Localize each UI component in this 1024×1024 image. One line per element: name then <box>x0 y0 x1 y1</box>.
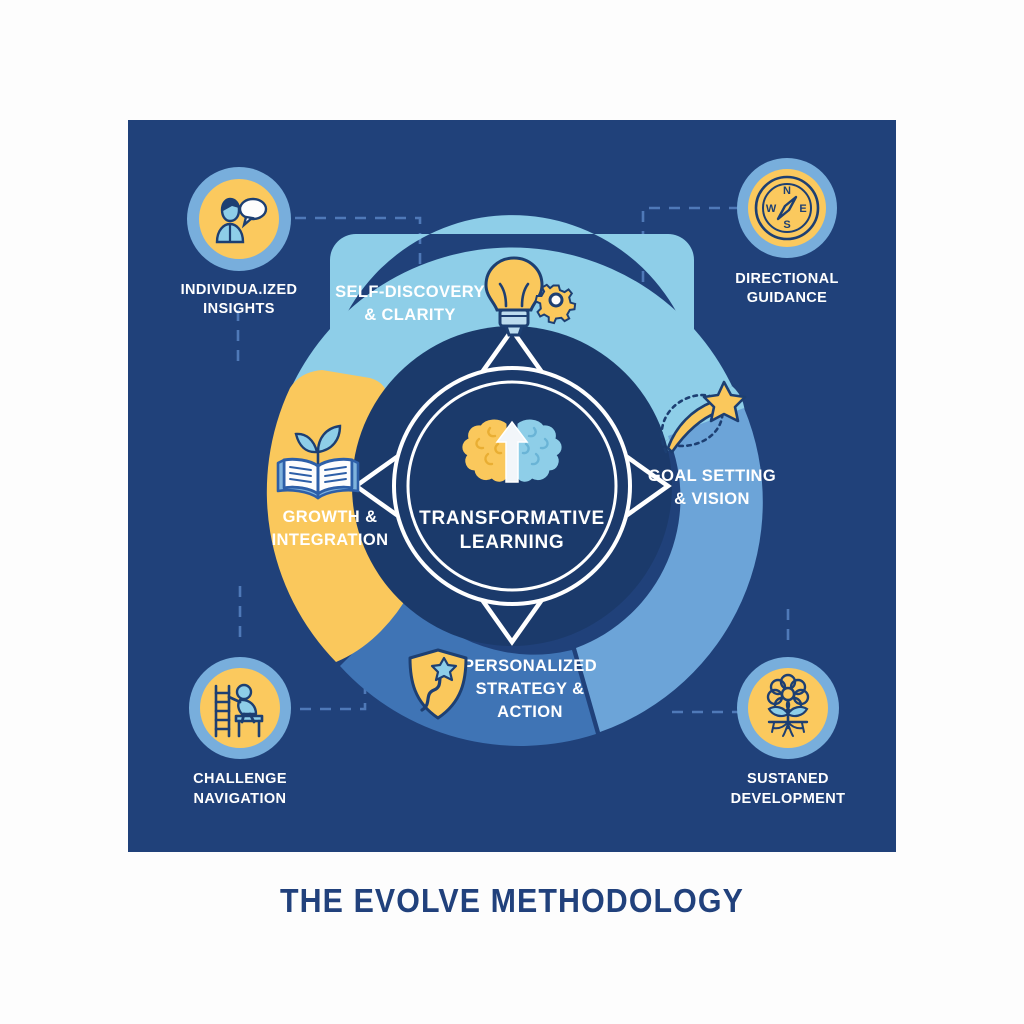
flower-roots-icon <box>766 673 810 737</box>
segment-label-self-discovery-1: SELF-DISCOVERY <box>335 283 485 301</box>
open-book-plant-icon <box>276 424 360 500</box>
segment-label-self-discovery-2: & CLARITY <box>364 306 456 324</box>
segment-label-goal-setting-2: & VISION <box>674 490 750 508</box>
outer-node-challenge-navigation[interactable]: CHALLENGE NAVIGATION <box>189 657 291 807</box>
outer-node-directional-guidance[interactable]: N W E S DIRECTIONAL GUIDANCE <box>735 158 838 306</box>
node-label-individualized-insights-2: INSIGHTS <box>203 301 275 317</box>
lightbulb-gear-icon <box>484 256 577 337</box>
segment-label-personalized-strategy-1: PERSONALIZED <box>463 657 597 675</box>
node-label-sustained-development-1: SUSTANED <box>747 771 829 787</box>
core-inner-circle <box>406 380 618 592</box>
person-climbing-ladder-icon <box>214 683 264 738</box>
node-label-directional-guidance-1: DIRECTIONAL <box>735 271 838 287</box>
node-label-challenge-navigation-2: NAVIGATION <box>194 791 287 807</box>
outer-node-sustained-development[interactable]: SUSTANED DEVELOPMENT <box>731 657 846 807</box>
node-label-directional-guidance-2: GUIDANCE <box>747 290 828 306</box>
segment-label-growth-integration-1: GROWTH & <box>283 508 378 526</box>
core-label-line2: LEARNING <box>460 532 565 553</box>
brain-growth-arrow-icon <box>462 419 562 483</box>
node-label-challenge-navigation-1: CHALLENGE <box>193 771 287 787</box>
node-fill-individualized-insights <box>199 179 279 259</box>
segment-personalized-strategy <box>340 596 596 746</box>
node-label-sustained-development-2: DEVELOPMENT <box>731 791 846 807</box>
segment-label-personalized-strategy-2: STRATEGY & <box>476 680 585 698</box>
person-speech-bubble-icon <box>215 197 268 244</box>
node-label-individualized-insights-1: INDIVIDUA.IZED <box>181 282 298 298</box>
segment-goal-setting <box>576 408 763 732</box>
compass-letter-e: E <box>799 203 806 215</box>
shield-path-star-icon <box>408 648 468 720</box>
compass-letter-w: W <box>766 203 777 215</box>
outer-node-individualized-insights[interactable]: INDIVIDUA.IZED INSIGHTS <box>181 167 298 317</box>
segment-label-personalized-strategy-3: ACTION <box>497 703 563 721</box>
compass-icon: N W E S <box>754 175 820 241</box>
compass-letter-n: N <box>783 185 791 197</box>
segment-label-growth-integration-2: INTEGRATION <box>272 531 389 549</box>
page-title: THE EVOLVE METHODOLOGY <box>280 882 744 919</box>
shooting-star-icon <box>660 380 747 454</box>
core-label-line1: TRANSFORMATIVE <box>419 508 605 529</box>
compass-letter-s: S <box>783 219 790 231</box>
segment-label-goal-setting-1: GOAL SETTING <box>648 467 776 485</box>
